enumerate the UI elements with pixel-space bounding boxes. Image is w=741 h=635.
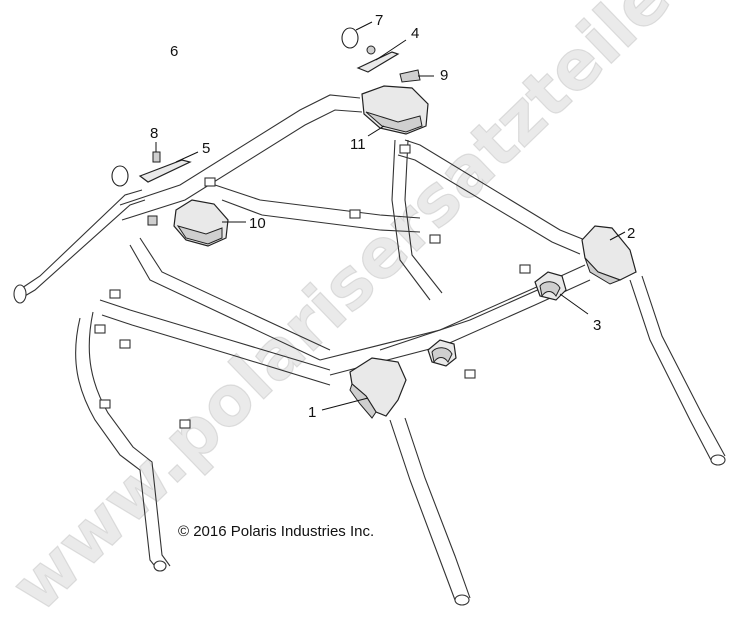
callout-3: 3 — [593, 317, 601, 334]
part-10-corner-cover — [173, 199, 246, 247]
callout-4: 4 — [411, 25, 419, 42]
callout-2: 2 — [627, 225, 635, 242]
callout-5: 5 — [202, 140, 210, 157]
part-5-bracket — [138, 151, 199, 183]
part-8-fastener — [111, 142, 161, 226]
callout-6: 6 — [170, 43, 178, 60]
callout-labels: 1 2 3 4 5 6 7 8 9 10 11 — [150, 12, 635, 421]
part-11-corner-cover — [361, 85, 429, 137]
callout-11: 11 — [350, 136, 366, 153]
copyright-text: © 2016 Polaris Industries Inc. — [178, 523, 374, 540]
callout-10: 10 — [249, 215, 266, 232]
callout-1: 1 — [308, 404, 316, 421]
roll-cage-frame — [13, 94, 726, 606]
part-9-clip — [399, 69, 434, 83]
callout-9: 9 — [440, 67, 448, 84]
part-4-bracket — [356, 39, 407, 73]
callout-7: 7 — [375, 12, 383, 29]
part-7-o-ring — [341, 21, 373, 49]
part-2-corner-cover — [581, 225, 637, 285]
callout-8: 8 — [150, 125, 158, 142]
part-1-corner-cover — [321, 357, 407, 419]
part-3-clamp — [427, 271, 589, 367]
